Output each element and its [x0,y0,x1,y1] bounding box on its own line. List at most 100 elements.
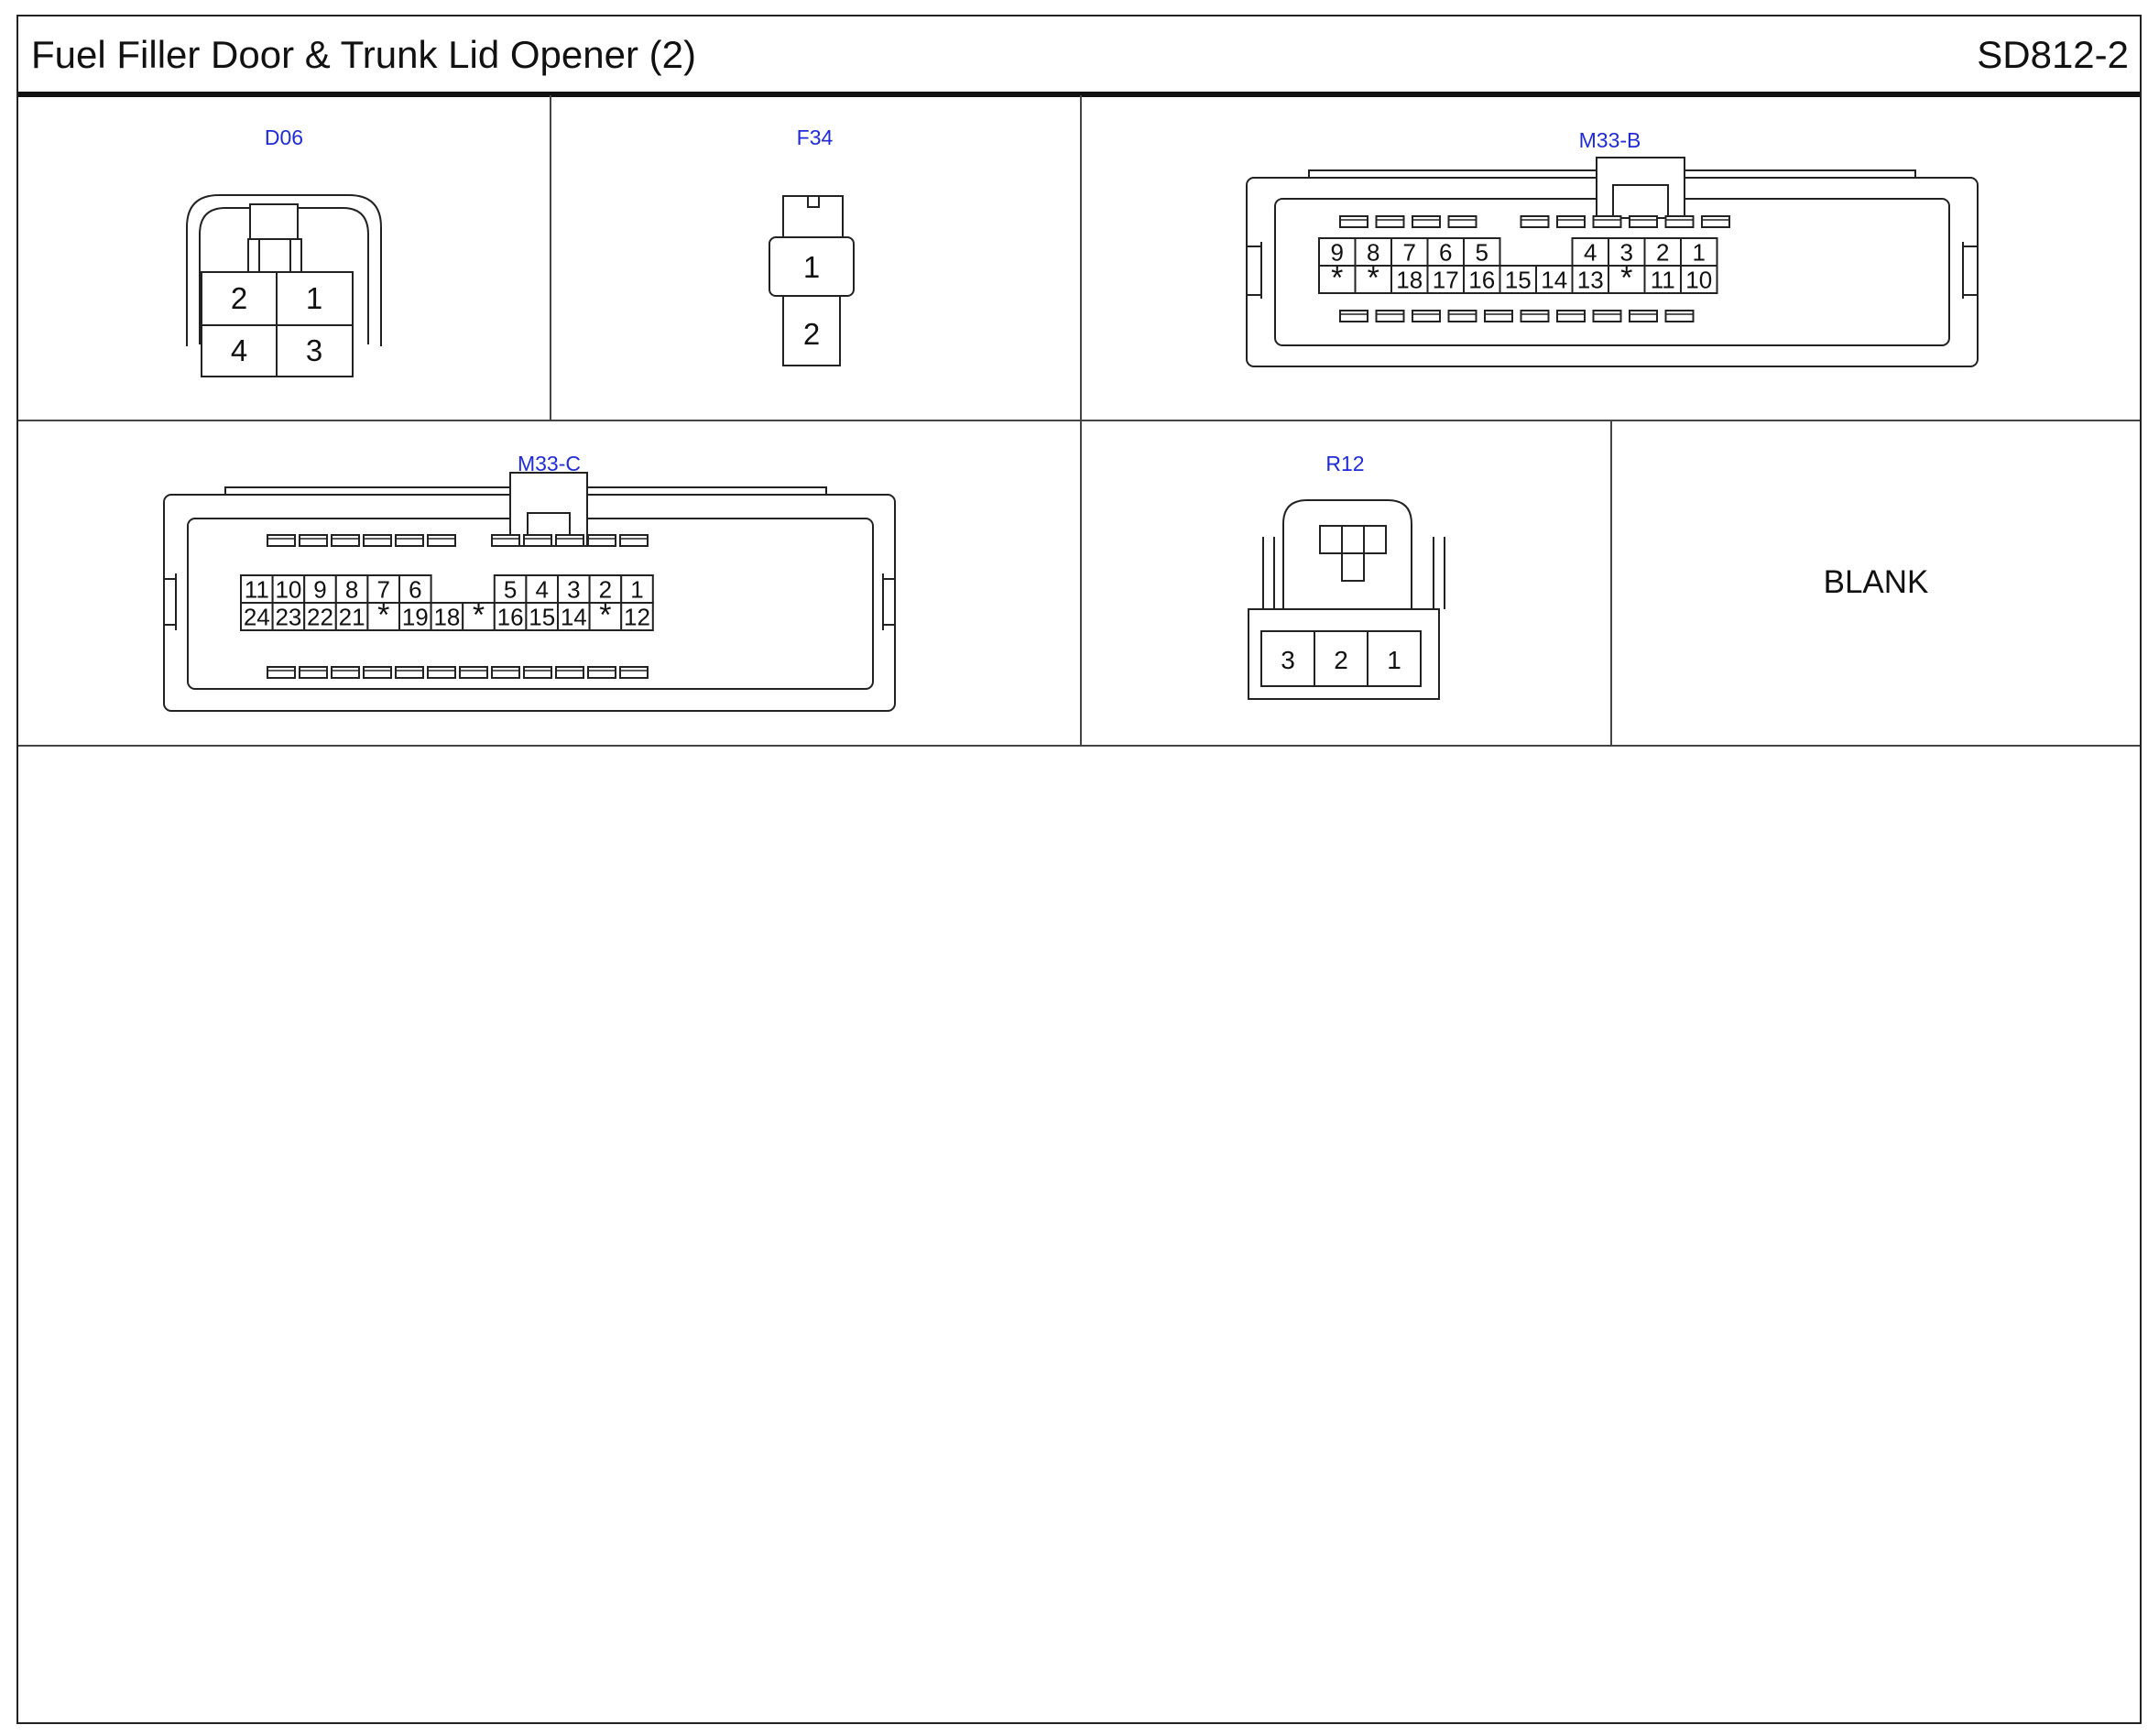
pin-m33b-top-7: 4 [1584,238,1597,266]
connector-label-r12: R12 [1325,452,1365,475]
pin-cell [303,602,337,631]
pin-m33b-top-2: 7 [1403,238,1416,266]
pin-m33b-top-10: 1 [1693,238,1706,266]
m33b-top-latch [1701,215,1730,228]
cell-f34: F34 1 2 [550,95,1080,420]
pin-m33b-bottom-6: 14 [1541,266,1567,293]
cell-blank: BLANK [1612,421,2140,745]
pin-m33b-bottom-4: 16 [1468,266,1495,293]
pin-m33b-bottom-9: 11 [1651,266,1675,293]
pin-m33b-bottom-7: 13 [1577,266,1604,293]
connector-label-f34: F34 [796,126,834,149]
pin-cell [398,574,432,604]
pin-m33b-bottom-8: * [1620,260,1632,295]
pin-m33b-bottom-1: * [1368,260,1379,295]
grid-line-col2 [1080,95,1082,745]
pin-m33c-bottom-7: * [473,597,485,632]
m33c-bottom-latch [363,666,392,679]
pin-cell [1535,265,1574,294]
m33b-top-latch [1412,215,1441,228]
pin-m33c-top-2: 9 [313,575,326,603]
pin-m33b-bottom-2: 18 [1396,266,1423,293]
pin-m33b-top-3: 6 [1439,238,1452,266]
pin-m33c-bottom-12: 12 [624,603,650,630]
pin-cell [366,574,400,604]
pin-cell [525,602,560,631]
pin-m33c-bottom-2: 22 [307,603,333,630]
m33b-top-latch [1556,215,1586,228]
m33c-bottom-latch [427,666,456,679]
m33b-top-latch [1375,215,1405,228]
pin-m33c-bottom-3: 21 [339,603,365,630]
m33b-bottom-latch [1375,310,1405,322]
pin-d06-4: 4 [231,333,247,367]
m33c-top-latch [587,534,616,547]
pin-m33c-top-4: 7 [376,575,389,603]
m33c-top-latch [299,534,328,547]
connector-f34-drawing: 1 2 [769,195,855,366]
grid-line-row2 [18,745,2140,747]
pin-f34-1: 1 [803,250,820,284]
m33b-bottom-latch [1447,310,1477,322]
m33b-top-latch [1447,215,1477,228]
pin-m33b-top-9: 2 [1656,238,1669,266]
pin-f34-2: 2 [803,317,820,351]
pin-m33c-bottom-9: 15 [529,603,555,630]
connector-label-m33b: M33-B [1578,128,1641,152]
m33c-bottom-latch [619,666,649,679]
m33b-top-latch [1629,215,1658,228]
pin-m33b-bottom-0: * [1331,260,1343,295]
pin-m33c-bottom-8: 16 [497,603,524,630]
m33b-bottom-latch [1629,310,1658,322]
pin-m33b-bottom-5: 15 [1505,266,1532,293]
pin-m33b-top-1: 8 [1367,238,1379,266]
pin-cell [1571,265,1609,294]
pin-m33c-bottom-10: 14 [561,603,587,630]
pin-m33c-top-1: 10 [275,575,301,603]
pin-m33c-top-8: 5 [504,575,517,603]
pin-cell [1680,265,1718,294]
m33c-top-latch [427,534,456,547]
m33b-top-latch [1339,215,1368,228]
pin-m33c-bottom-1: 23 [275,603,301,630]
m33c-bottom-latch [267,666,296,679]
grid-line-col1 [550,95,551,420]
m33b-top-latch [1664,215,1695,228]
pin-m33c-top-3: 8 [345,575,358,603]
pin-m33c-bottom-0: 24 [244,603,270,630]
pin-cell [430,602,464,631]
pin-r12-2: 2 [1334,646,1348,674]
pin-cell [1463,237,1501,267]
pin-cell [1608,265,1646,294]
pin-m33c-bottom-6: 18 [433,603,460,630]
pin-cell [1499,265,1537,294]
pin-m33b-bottom-3: 17 [1433,266,1459,293]
diagram-code: SD812-2 [1977,33,2129,76]
connector-label-m33c: M33-C [517,452,581,475]
pin-d06-1: 1 [306,281,322,315]
pin-m33c-top-0: 11 [245,575,269,603]
pin-m33c-top-5: 6 [409,575,421,603]
m33c-bottom-latch [523,666,552,679]
m33b-bottom-latch [1412,310,1441,322]
m33c-bottom-latch [555,666,584,679]
m33c-bottom-latch [395,666,424,679]
pin-m33b-top-4: 5 [1476,238,1488,266]
pin-cell [493,602,528,631]
pin-m33c-bottom-5: 19 [402,603,429,630]
pin-m33c-top-11: 2 [599,575,612,603]
m33c-top-latch [331,534,360,547]
pin-d06-2: 2 [231,281,247,315]
m33c-bottom-latch [491,666,520,679]
connector-r12-drawing: 3 2 1 [1248,499,1445,700]
diagram-frame: Fuel Filler Door & Trunk Lid Opener (2) … [16,15,2142,1724]
cell-r12: R12 3 2 1 [1080,421,1610,745]
m33c-top-latch [395,534,424,547]
pin-cell [1354,265,1392,294]
pin-m33b-top-8: 3 [1620,238,1633,266]
pin-cell [334,602,369,631]
